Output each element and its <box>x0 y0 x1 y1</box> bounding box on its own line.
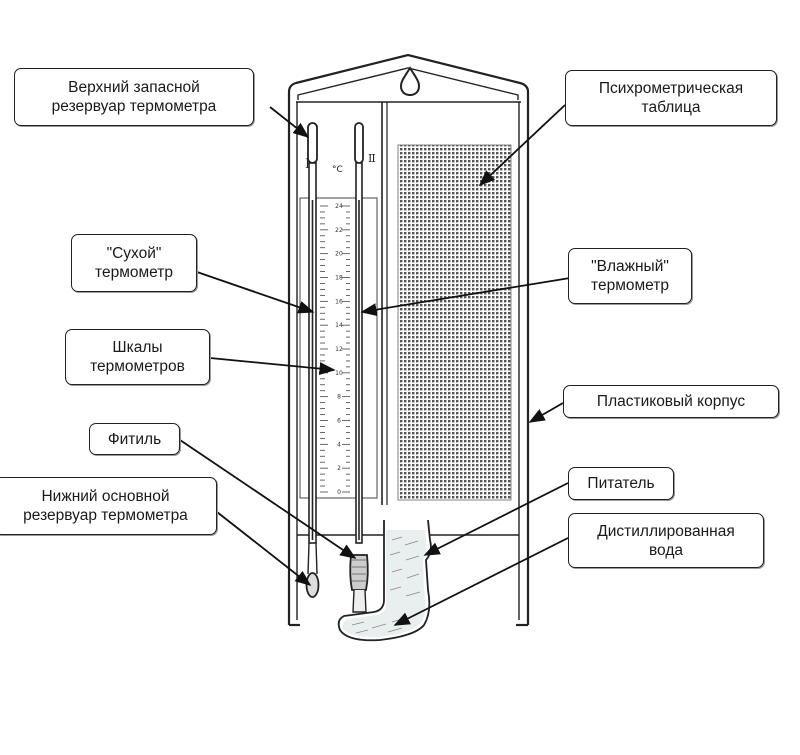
label-dry-thermometer: "Сухой" термометр <box>71 234 197 292</box>
scale-number: 20 <box>335 251 343 258</box>
label-wet-thermometer: "Влажный" термометр <box>568 248 692 304</box>
scale-number: 12 <box>335 346 343 353</box>
celsius-unit-label: °C <box>332 165 343 175</box>
wet-thermometer <box>349 122 369 613</box>
scale-number: 6 <box>337 418 341 425</box>
label-feeder: Питатель <box>568 467 674 500</box>
arrow-reservoir-bottom <box>216 511 312 587</box>
scale-number: 0 <box>337 489 341 496</box>
label-distilled-water: Дистиллированная вода <box>568 513 764 568</box>
scale-number: 4 <box>337 441 341 448</box>
arrow-dry <box>196 271 315 314</box>
label-wick: Фитиль <box>89 423 180 455</box>
arrow-scales <box>209 357 336 376</box>
label-thermometer-scales: Шкалы термометров <box>65 329 210 385</box>
leader-arrows <box>179 104 571 626</box>
scale-number: 16 <box>335 298 343 305</box>
arrow-table <box>478 104 566 187</box>
left-roman-numeral: I <box>305 157 310 172</box>
arrow-water <box>393 537 569 626</box>
scale-number: 10 <box>335 370 343 377</box>
arrow-feeder <box>423 482 569 556</box>
label-plastic-case: Пластиковый корпус <box>563 385 779 418</box>
scale-number: 2 <box>337 465 341 472</box>
label-reserve-top: Верхний запасной резервуар термометра <box>14 68 254 126</box>
arrow-wet <box>360 277 571 317</box>
scale-number: 8 <box>337 394 341 401</box>
scale-number: 14 <box>335 322 343 329</box>
label-reservoir-bottom: Нижний основной резервуар термометра <box>0 477 217 535</box>
right-roman-numeral: II <box>368 152 375 165</box>
scale-number: 24 <box>335 203 343 210</box>
arrow-wick <box>179 439 357 559</box>
feeder-cup <box>337 519 432 642</box>
psychrometric-table-grid <box>397 144 512 501</box>
label-psychrometric-table: Психрометрическая таблица <box>565 70 777 126</box>
arrow-reserve-top <box>269 106 310 139</box>
hanging-hole-icon <box>399 66 421 97</box>
plastic-case <box>287 53 530 627</box>
scale-number: 22 <box>335 227 343 234</box>
dry-thermometer <box>305 122 320 598</box>
scale-number: 18 <box>335 275 343 282</box>
arrow-case <box>528 402 564 423</box>
